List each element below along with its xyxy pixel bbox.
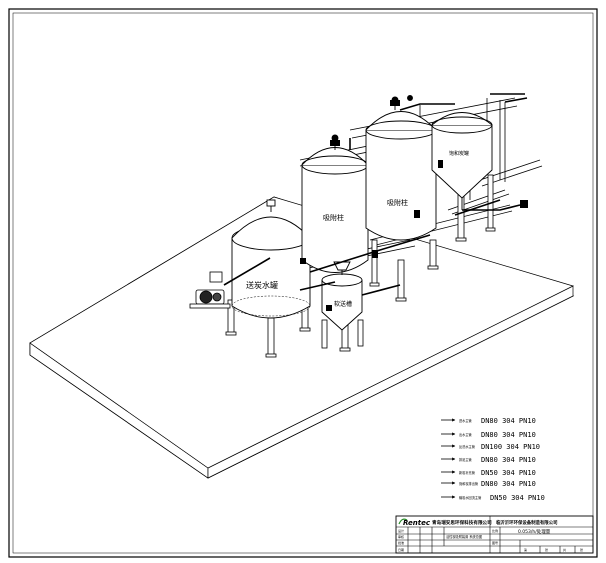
label-transfer-tank: 软送槽 — [334, 300, 352, 308]
label-saturated-carbon-tank: 饱和炭罐 — [449, 150, 469, 157]
legend-row: 饱和炭排出管 DN80 304 PN10 — [441, 480, 536, 488]
company-name: 青岛瑞安思环保科技有限公司 — [432, 519, 492, 526]
legend-pipe-name: 反洗水主管 — [459, 444, 475, 449]
tb-header-cell: 日期 — [398, 547, 404, 552]
tb-footer-cell: 图号 — [492, 540, 498, 545]
legend-pipe-spec: DN80 304 PN10 — [481, 456, 536, 464]
label-adsorption-column-2: 吸附柱 — [387, 198, 408, 207]
carbon-water-tank — [231, 199, 311, 319]
scale-value: 0.053/h/处理量 — [518, 528, 551, 535]
sheet-border — [8, 8, 598, 558]
title-block — [395, 515, 594, 554]
legend-pipe-name: 进水主管 — [459, 418, 472, 423]
label-carbon-water-tank: 送炭水罐 — [246, 280, 278, 290]
project-name: 临沂沂环环保设备制造有限公司 — [496, 519, 557, 526]
legend-pipe-name: 饱和炭排出管 — [459, 481, 478, 486]
sheet-inner-border — [12, 12, 594, 554]
tb-footer-cell: 共 — [563, 547, 566, 552]
legend-pipe-name: 输炭水回流主管 — [459, 495, 481, 500]
company-logo-text: Rentec — [403, 519, 431, 527]
tb-header-cell: 设计 — [398, 528, 404, 533]
saturated-carbon-tank — [431, 112, 493, 210]
legend-pipe-spec: DN50 304 PN10 — [490, 494, 545, 502]
legend-row: 输炭水回流主管 DN50 304 PN10 — [441, 494, 545, 502]
pump-assembly — [189, 271, 231, 309]
legend-row: 进水主管 DN80 304 PN10 — [441, 417, 536, 425]
legend-pipe-spec: DN50 304 PN10 — [481, 469, 536, 477]
legend-pipe-name: 新炭补充管 — [459, 470, 475, 475]
tb-header-cell: 批准 — [398, 540, 404, 545]
legend-pipe-spec: DN100 304 PN10 — [481, 443, 540, 451]
legend-pipe-spec: DN80 304 PN10 — [481, 431, 536, 439]
adsorption-column-1 — [301, 134, 369, 273]
piping-network — [223, 93, 528, 296]
legend-row: 排泥主管 DN80 304 PN10 — [441, 456, 536, 464]
valves — [300, 100, 528, 311]
legend-pipe-spec: DN80 304 PN10 — [481, 417, 536, 425]
legend-row: 新炭补充管 DN50 304 PN10 — [441, 469, 536, 477]
legend-pipe-name: 出水主管 — [459, 432, 472, 437]
tb-footer-cell: 第 — [524, 547, 527, 552]
legend-row: 出水主管 DN80 304 PN10 — [441, 431, 536, 439]
label-adsorption-column-1: 吸附柱 — [323, 213, 344, 222]
tb-footer-cell: 张 — [580, 547, 583, 552]
adsorption-column-2 — [365, 95, 437, 241]
pipe-legend: 进水主管 DN80 304 PN10 出水主管 DN80 304 PN10 反洗… — [441, 417, 545, 502]
legend-pipe-name: 排泥主管 — [459, 457, 472, 462]
tb-footer-cell: 张 — [545, 547, 548, 552]
legend-pipe-spec: DN80 304 PN10 — [481, 480, 536, 488]
tb-header-cell: 审核 — [398, 534, 404, 539]
tb-footer-cell: 比例 — [492, 528, 498, 533]
logo: Rentec — [398, 518, 431, 527]
drawing-name: 活性炭吸附装置 系统总图 — [446, 534, 482, 539]
legend-row: 反洗水主管 DN100 304 PN10 — [441, 443, 540, 451]
